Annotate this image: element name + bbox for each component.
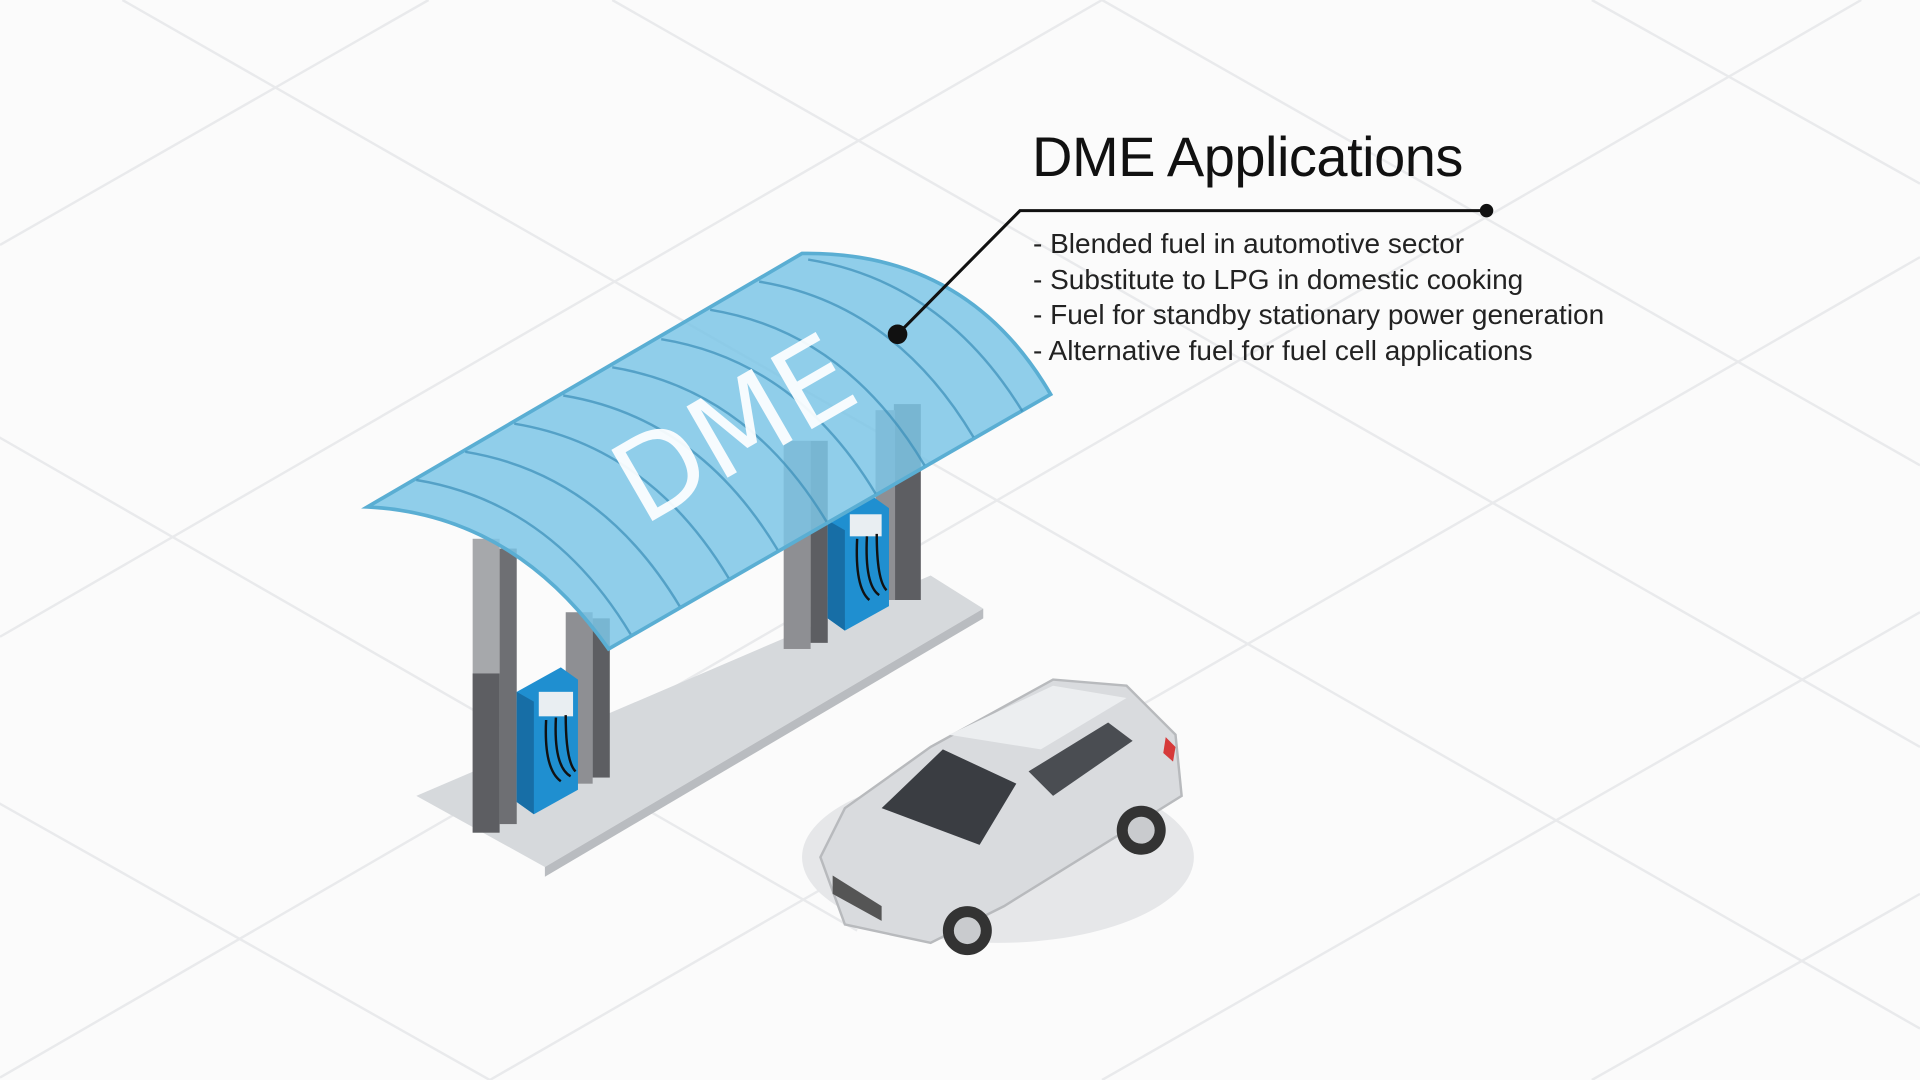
list-item: - Fuel for standby stationary power gene…: [1033, 299, 1605, 331]
car: [802, 678, 1194, 956]
fuel-pump-front: [516, 667, 578, 815]
canopy: DME: [361, 251, 1054, 652]
list-item: - Blended fuel in automotive sector: [1033, 228, 1465, 259]
fuel-pump-back: [827, 495, 889, 631]
list-item: - Substitute to LPG in domestic cooking: [1033, 263, 1524, 295]
callout-leader-line: [887, 203, 1494, 345]
applications-list: - Blended fuel in automotive sector - Su…: [1033, 226, 1604, 369]
list-item: - Alternative fuel for fuel cell applica…: [1033, 335, 1533, 367]
slide-title: DME Applications: [1032, 125, 1463, 188]
front-pillars: [472, 538, 610, 833]
